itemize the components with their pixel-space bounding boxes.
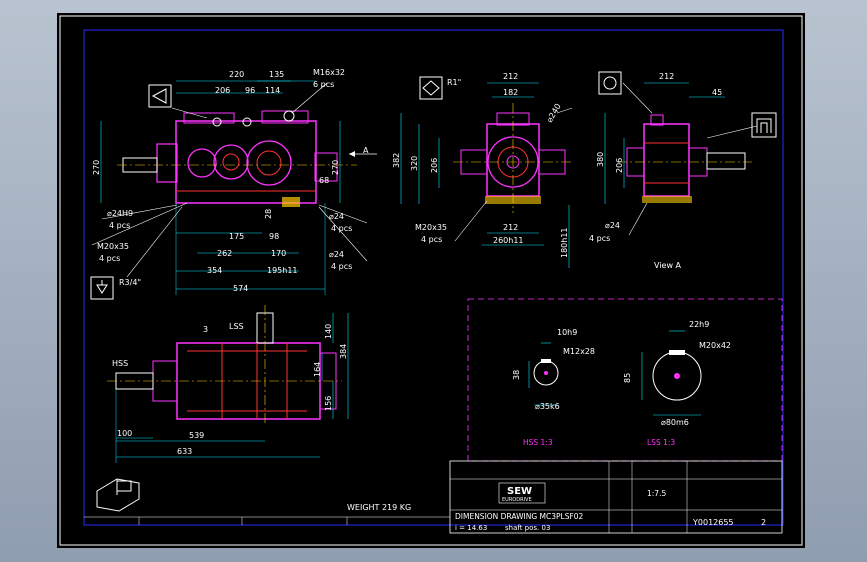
plan-view [107,305,349,463]
hole-note-2-line1: M20x35 [97,242,129,251]
dim-side-182: 182 [503,88,518,97]
hss-shaft-detail [528,342,559,406]
document-number: Y0012655 [692,518,734,527]
hole-note-3-line1: ⌀24 [329,212,344,221]
dim-plan-140: 140 [324,324,333,339]
dim-front-220: 220 [229,70,244,79]
dim-side-212-top: 212 [503,72,518,81]
vent-thread-label: R1" [447,78,461,87]
dim-front-574: 574 [233,284,248,293]
dim-front-114: 114 [265,86,280,95]
lss-diameter: ⌀80m6 [661,418,689,427]
dim-viewa-212: 212 [659,72,674,81]
lss-label: LSS [229,322,244,331]
hss-thread: M12x28 [563,347,595,356]
hole-note-3-line2: 4 pcs [331,224,352,233]
dim-side-260h11: 260h11 [493,236,524,245]
hole-note-1-line1: ⌀24H9 [107,209,133,218]
hss-diameter: ⌀35k6 [535,402,560,411]
weight-label: WEIGHT 219 KG [347,503,411,512]
dim-plan-384: 384 [339,344,348,359]
dim-plan-100: 100 [117,429,132,438]
sew-logo [498,482,546,504]
hss-height: 38 [512,370,521,380]
dim-side-180h11: 180h11 [560,227,569,258]
hole-note-2-line2: 4 pcs [99,254,120,263]
viewa-note-line2: 4 pcs [589,234,610,243]
hss-key: 10h9 [557,328,577,337]
oil-drain-icon [90,276,114,300]
viewa-note-line1: ⌀24 [605,221,620,230]
lss-thread: M20x42 [699,341,731,350]
oil-fill-icon [598,71,622,95]
marking-symbol-icon [148,84,172,108]
hole-note-1-line2: 4 pcs [109,221,130,230]
sheet-number: 2 [761,518,766,527]
dim-front-262: 262 [217,249,232,258]
logo-text-bottom: EURODRIVE [502,497,532,503]
dim-front-206: 206 [215,86,230,95]
dim-front-28: 28 [264,209,273,219]
dim-plan-633: 633 [177,447,192,456]
hole-note-4-line1: ⌀24 [329,250,344,259]
dim-side-206: 206 [430,158,439,173]
drawing-canvas: 220 135 206 96 114 M16x32 6 pcs 270 270 … [59,15,803,546]
inner-frame [83,29,784,526]
view-arrow-label: A [363,146,369,155]
lss-shaft-detail [641,330,702,416]
dim-front-170: 170 [271,249,286,258]
side-note-line2: 4 pcs [421,235,442,244]
dim-viewa-206: 206 [615,158,624,173]
outer-border [59,15,803,546]
dim-front-195h11: 195h11 [267,266,298,275]
dim-viewa-45: 45 [712,88,722,97]
hole-note-4-line2: 4 pcs [331,262,352,271]
dim-front-left-270: 270 [92,160,101,175]
drawing-title: DIMENSION DRAWING MC3PLSF02 [455,512,584,521]
dim-side-320: 320 [410,156,419,171]
lss-height: 85 [623,373,632,383]
drain-thread-label: R3/4" [119,278,141,287]
front-view [91,80,377,295]
side-view [400,82,573,268]
dim-front-96: 96 [245,86,255,95]
drawing-scale: 1:7.5 [647,489,666,498]
dim-viewa-380: 380 [596,152,605,167]
air-vent-icon [419,76,443,100]
dim-front-68: 68 [319,176,329,185]
shaft-position: shaft pos. 03 [505,524,550,532]
thread-note-line1: M16x32 [313,68,345,77]
gear-ratio: i = 14.63 [455,524,487,532]
breather-icon [751,112,777,138]
hss-label: HSS [112,359,128,368]
dim-plan-539: 539 [189,431,204,440]
dim-side-382: 382 [392,153,401,168]
logo-text-top: SEW [507,486,532,497]
gearbox-orientation-icon [96,478,140,512]
dim-front-175: 175 [229,232,244,241]
dim-front-right-270: 270 [331,160,340,175]
hss-scale-label: HSS 1:3 [523,438,553,447]
view-a-label: View A [654,261,682,270]
dim-front-354: 354 [207,266,222,275]
dim-front-135: 135 [269,70,284,79]
dim-side-dia240: ⌀240 [545,102,563,124]
dim-plan-156: 156 [324,396,333,411]
thread-note-line2: 6 pcs [313,80,334,89]
side-note-line1: M20x35 [415,223,447,232]
plan-marker: 3 [203,325,208,334]
lss-scale-label: LSS 1:3 [647,438,675,447]
dim-plan-164: 164 [313,362,322,377]
dim-front-98: 98 [269,232,279,241]
dim-side-212-bottom: 212 [503,223,518,232]
view-a [604,82,758,236]
title-block [84,460,783,534]
drawing-sheet: 220 135 206 96 114 M16x32 6 pcs 270 270 … [57,13,805,548]
housing-outline [175,120,317,204]
lss-key: 22h9 [689,320,709,329]
